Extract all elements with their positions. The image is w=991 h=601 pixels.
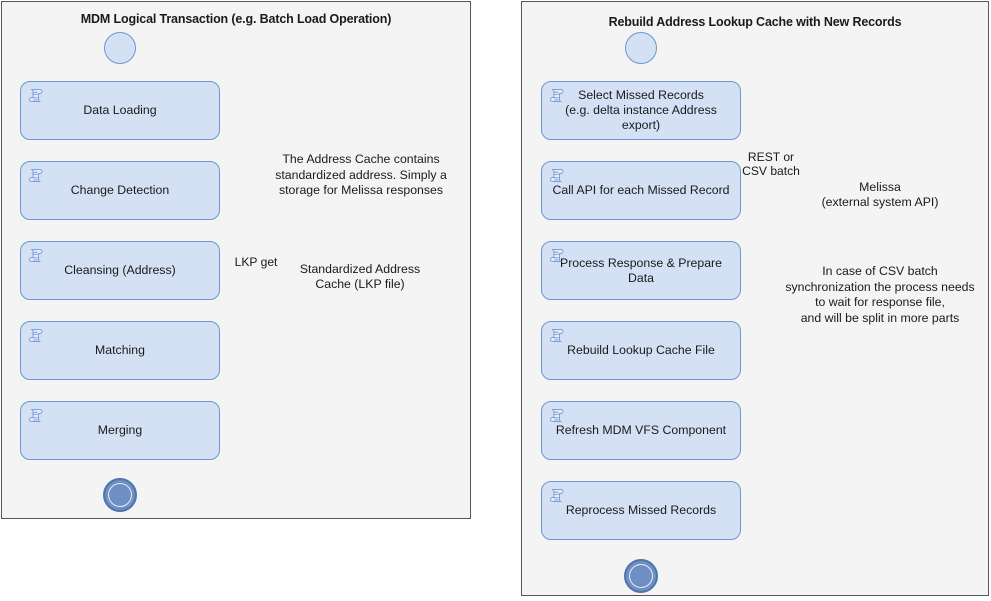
left-end-node[interactable]	[103, 478, 137, 512]
activity-label: Refresh MDM VFS Component	[555, 423, 727, 437]
database-melissa-label: Melissa (external system API)	[821, 180, 939, 209]
activity-scroll-icon	[28, 328, 44, 345]
activity-scroll-icon	[28, 88, 44, 105]
left-panel-title: MDM Logical Transaction (e.g. Batch Load…	[80, 12, 392, 26]
activity-label: Matching	[95, 343, 145, 357]
activity-call-api-for-each-missed-record[interactable]: Call API for each Missed Record	[541, 161, 741, 220]
activity-matching[interactable]: Matching	[20, 321, 220, 380]
activity-label: Change Detection	[70, 183, 170, 197]
activity-select-missed-records[interactable]: Select Missed Records (e.g. delta instan…	[541, 81, 741, 140]
edge-label-lkp-get: LKP get	[234, 255, 278, 269]
activity-scroll-icon	[28, 408, 44, 425]
activity-label: Cleansing (Address)	[64, 263, 176, 277]
activity-scroll-icon	[549, 168, 565, 185]
activity-scroll-icon	[549, 88, 565, 105]
activity-change-detection[interactable]: Change Detection	[20, 161, 220, 220]
activity-label: Rebuild Lookup Cache File	[567, 343, 715, 357]
database-standardized-address-cache-label: Standardized Address Cache (LKP file)	[299, 262, 421, 291]
activity-scroll-icon	[28, 248, 44, 265]
activity-scroll-icon	[549, 488, 565, 505]
note-address-cache-text: The Address Cache contains standardized …	[275, 152, 447, 197]
activity-scroll-icon	[28, 168, 44, 185]
activity-label: Call API for each Missed Record	[552, 183, 730, 197]
right-panel-title: Rebuild Address Lookup Cache with New Re…	[608, 15, 902, 29]
right-end-node[interactable]	[624, 559, 658, 593]
activity-scroll-icon	[549, 408, 565, 425]
activity-label: Data Loading	[83, 103, 157, 117]
right-start-node[interactable]	[625, 32, 657, 64]
activity-rebuild-lookup-cache-file[interactable]: Rebuild Lookup Cache File	[541, 321, 741, 380]
activity-scroll-icon	[549, 248, 565, 265]
activity-label: Reprocess Missed Records	[565, 503, 717, 517]
activity-merging[interactable]: Merging	[20, 401, 220, 460]
activity-label: Select Missed Records (e.g. delta instan…	[565, 88, 717, 132]
activity-data-loading[interactable]: Data Loading	[20, 81, 220, 140]
note-csv-batch-text: In case of CSV batch synchronization the…	[785, 264, 975, 325]
activity-reprocess-missed-records[interactable]: Reprocess Missed Records	[541, 481, 741, 540]
activity-label: Merging	[97, 423, 143, 437]
edge-label-rest-or-csv-batch: REST or CSV batch	[742, 150, 800, 178]
activity-label: Process Response & Prepare Data	[560, 255, 722, 285]
activity-scroll-icon	[549, 328, 565, 345]
activity-process-response-prepare-data[interactable]: Process Response & Prepare Data	[541, 241, 741, 300]
activity-refresh-mdm-vfs-component[interactable]: Refresh MDM VFS Component	[541, 401, 741, 460]
activity-cleansing-address[interactable]: Cleansing (Address)	[20, 241, 220, 300]
left-start-node[interactable]	[104, 32, 136, 64]
